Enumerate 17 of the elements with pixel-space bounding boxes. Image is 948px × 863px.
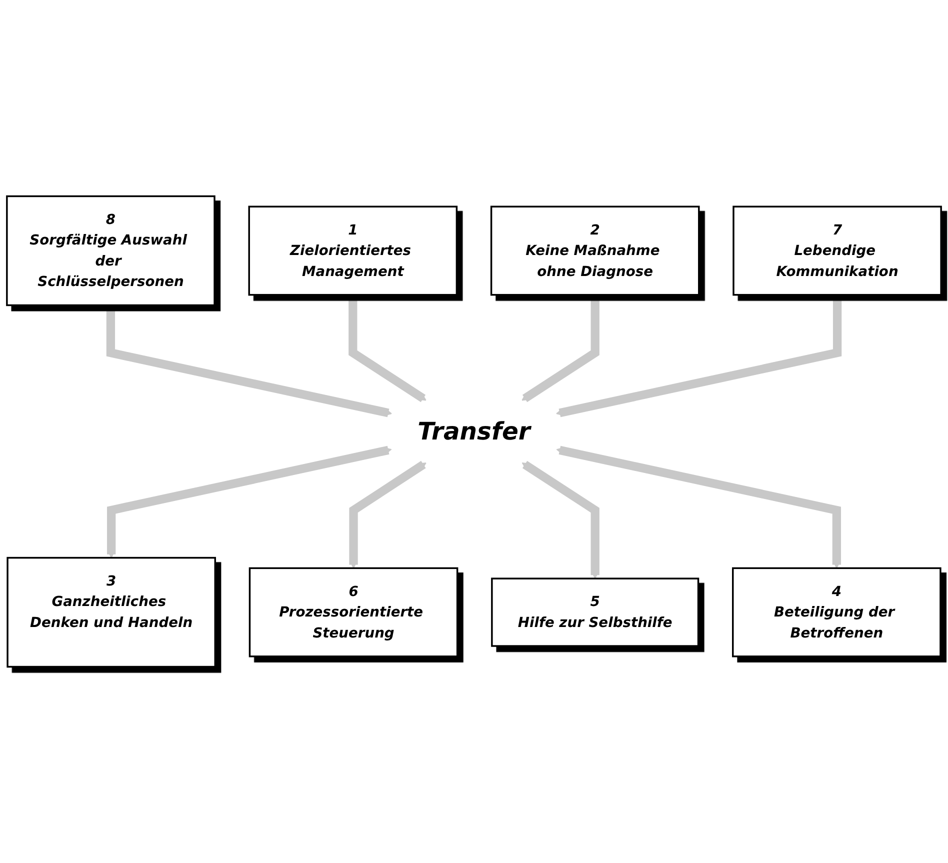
node-box: 5 Hilfe zur Selbsthilfe bbox=[491, 578, 700, 647]
node-box: 8 Sorgfältige Auswahl der Schlüsselpersonen bbox=[6, 195, 216, 306]
node-text: Transfer bbox=[418, 416, 530, 446]
arrow bbox=[556, 294, 842, 418]
arrow bbox=[348, 294, 426, 402]
arrow bbox=[349, 460, 426, 568]
node-box: 7 Lebendige Kommunikation bbox=[732, 206, 942, 296]
arrow bbox=[107, 446, 392, 558]
node-box: 3 Ganzheitliches Denken und Handeln bbox=[6, 556, 216, 668]
node-box: 2 Keine Maßnahme ohne Diagnose bbox=[490, 206, 700, 296]
arrow bbox=[556, 446, 841, 568]
arrow bbox=[522, 460, 600, 579]
node-box: 1 Zielorientiertes Management bbox=[248, 206, 458, 296]
arrow bbox=[522, 294, 600, 402]
node-box: 6 Prozessorientierte Steuerung bbox=[248, 567, 458, 658]
arrow bbox=[106, 305, 392, 418]
node-box: 4 Beteiligung der Betroffenen bbox=[732, 567, 942, 658]
